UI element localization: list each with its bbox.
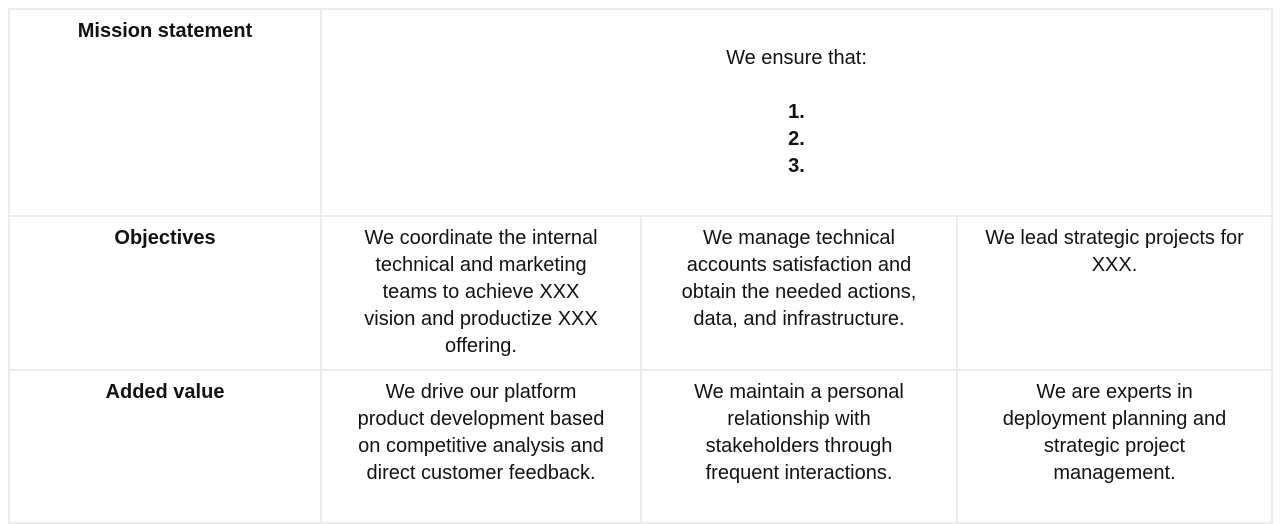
table-row-added-value: Added value We drive our platform produc…	[8, 369, 1274, 524]
mission-objectives-table: Mission statement We ensure that: 1. 2. …	[8, 8, 1274, 524]
row-label-objectives: Objectives	[8, 215, 322, 371]
table-row-mission: Mission statement We ensure that: 1. 2. …	[8, 8, 1274, 217]
cell-added-value-3: We are experts in deployment planning an…	[955, 369, 1274, 524]
cell-objective-3: We lead strategic projects for XXX.	[955, 215, 1274, 371]
mission-numbered-list: 1. 2. 3.	[788, 101, 805, 177]
row-label-mission-statement: Mission statement	[8, 8, 322, 217]
cell-added-value-2: We maintain a personal relationship with…	[640, 369, 958, 524]
cell-objective-1: We coordinate the internal technical and…	[320, 215, 642, 371]
mission-intro-text: We ensure that:	[726, 47, 867, 69]
row-label-added-value: Added value	[8, 369, 322, 524]
cell-objective-2: We manage technical accounts satisfactio…	[640, 215, 958, 371]
cell-mission-content: We ensure that: 1. 2. 3.	[319, 8, 1274, 217]
cell-added-value-1: We drive our platform product developmen…	[320, 369, 642, 524]
table-row-objectives: Objectives We coordinate the internal te…	[8, 215, 1274, 371]
